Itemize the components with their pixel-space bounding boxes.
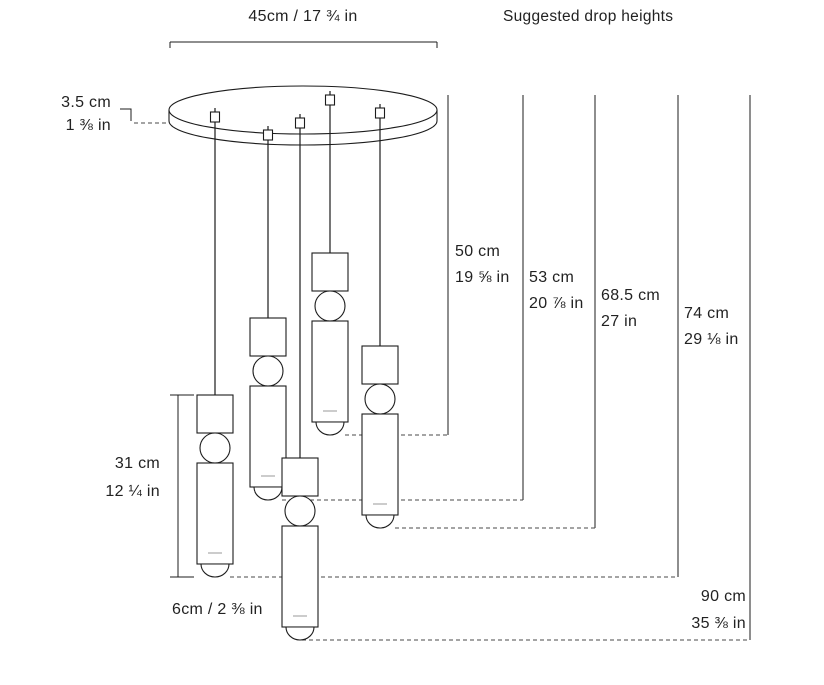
cord-cap: [262, 129, 274, 141]
pendant-top-cylinder: [281, 457, 319, 497]
pendant-body-cylinder: [361, 413, 399, 516]
canopy-width-label: 45cm / 17 ¾ in: [248, 8, 357, 25]
pendant-length-bracket: [170, 394, 194, 578]
pendant-top-cylinder: [311, 252, 349, 292]
pendant-length-in: 12 ¼ in: [105, 483, 160, 500]
pendant-body-cylinder: [311, 320, 349, 423]
cord-cap: [294, 117, 306, 129]
drop-label-53-cm: 53 cm: [529, 269, 574, 286]
pendant-body-cylinder: [281, 525, 319, 628]
pendant-sphere: [284, 495, 316, 527]
pendant-top-cylinder: [196, 394, 234, 434]
pendant-bottom-dome: [315, 421, 345, 436]
pendant-body-cylinder: [196, 462, 234, 565]
pendant-top-cylinder: [361, 345, 399, 385]
canopy-top-face: [168, 85, 438, 135]
pendant-length-cm: 31 cm: [115, 455, 160, 472]
pendant-top-cylinder: [249, 317, 287, 357]
cord-cap: [209, 111, 221, 123]
pendant-5: [361, 104, 399, 529]
drop-label-90-cm: 90 cm: [701, 588, 746, 605]
pendant-bottom-dome: [365, 514, 395, 529]
pendant-2: [249, 126, 287, 501]
canopy-width-dimension-line: [169, 41, 438, 48]
pendant-body-cylinder: [249, 385, 287, 488]
cord-cap: [324, 94, 336, 106]
ceiling-canopy: [168, 85, 438, 146]
pendant-sphere: [252, 355, 284, 387]
drop-label-74-in: 29 ⅛ in: [684, 331, 739, 348]
pendant-diameter-label: 6cm / 2 ⅜ in: [172, 601, 263, 618]
pendant-sphere: [314, 290, 346, 322]
drop-label-68-in: 27 in: [601, 313, 637, 330]
drop-label-53-in: 20 ⅞ in: [529, 295, 584, 312]
pendant-1: [196, 108, 234, 578]
drop-heights-heading: Suggested drop heights: [503, 8, 673, 25]
drop-label-90-in: 35 ⅜ in: [691, 615, 746, 632]
pendant-length-annotation: 31 cm 12 ¼ in: [105, 394, 194, 578]
pendant-4: [311, 91, 349, 436]
drop-height-labels: 50 cm 19 ⅝ in 53 cm 20 ⅞ in 68.5 cm 27 i…: [455, 243, 746, 632]
drop-label-50-in: 19 ⅝ in: [455, 269, 510, 286]
canopy-thickness-annotation: 3.5 cm 1 ⅜ in: [61, 94, 166, 134]
drop-label-74-cm: 74 cm: [684, 305, 729, 322]
pendant-bottom-dome: [285, 626, 315, 641]
pendant-sphere: [364, 383, 396, 415]
cord-cap: [374, 107, 386, 119]
drop-height-guides: [230, 95, 751, 641]
drop-label-50-cm: 50 cm: [455, 243, 500, 260]
drop-label-68-cm: 68.5 cm: [601, 287, 660, 304]
pendant-bottom-dome: [200, 563, 230, 578]
canopy-thickness-tick: [120, 108, 132, 121]
pendant-3: [281, 114, 319, 641]
canopy-thickness-cm: 3.5 cm: [61, 94, 111, 111]
pendant-bottom-dome: [253, 486, 283, 501]
canopy-thickness-in: 1 ⅜ in: [66, 117, 111, 134]
pendant-sphere: [199, 432, 231, 464]
